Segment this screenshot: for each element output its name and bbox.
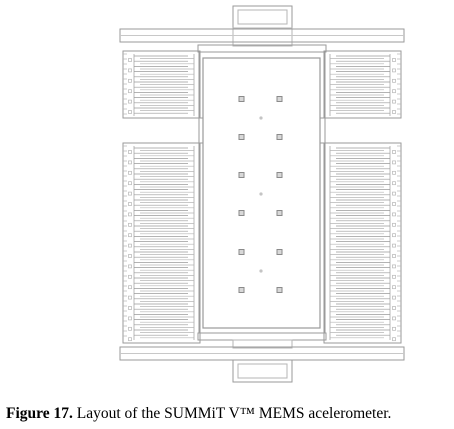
comb-anchor-dot bbox=[128, 264, 132, 269]
comb-anchor-dot bbox=[128, 274, 132, 279]
comb-anchor-dot bbox=[128, 99, 132, 104]
comb-anchor-dot bbox=[128, 78, 132, 83]
proof-mass-pad bbox=[276, 249, 283, 255]
comb-anchor-dot bbox=[128, 212, 132, 217]
comb-anchor-dot bbox=[392, 68, 396, 73]
comb-anchor-dot bbox=[392, 150, 396, 154]
proof-mass-pad bbox=[238, 210, 245, 216]
comb-anchor-dot bbox=[128, 233, 132, 238]
comb-anchor-dot bbox=[128, 68, 132, 73]
top-stem bbox=[232, 27, 293, 47]
comb-bank-right-bottom bbox=[329, 146, 396, 342]
comb-anchor-dot bbox=[392, 191, 396, 196]
comb-frame-right-top bbox=[323, 50, 402, 119]
comb-anchor-dot bbox=[392, 160, 396, 165]
proof-mass-dimple bbox=[259, 116, 263, 120]
comb-anchor-dot bbox=[392, 202, 396, 206]
comb-anchor-dot bbox=[128, 306, 132, 310]
comb-anchor-dot bbox=[128, 58, 132, 62]
comb-anchor-dot bbox=[128, 337, 132, 342]
comb-anchor-dot bbox=[128, 89, 132, 94]
proof-mass-pad bbox=[276, 210, 283, 216]
comb-bank-left-bottom bbox=[128, 146, 195, 342]
top-anchor-inner bbox=[237, 9, 288, 25]
proof-mass-dimple bbox=[259, 192, 263, 196]
comb-anchor-dot bbox=[392, 295, 396, 300]
comb-anchor-dot bbox=[128, 285, 132, 290]
comb-anchor-dot bbox=[392, 89, 396, 94]
comb-frame-right-bottom bbox=[323, 142, 402, 344]
accelerometer-layout-drawing bbox=[119, 5, 405, 383]
comb-anchor-dot bbox=[128, 150, 132, 154]
proof-mass-pad bbox=[276, 96, 283, 102]
top-anchor bbox=[232, 5, 293, 29]
comb-frame-left-top bbox=[122, 50, 201, 119]
proof-mass-pad bbox=[276, 134, 283, 140]
comb-anchor-dot bbox=[392, 212, 396, 217]
proof-mass-pad bbox=[238, 134, 245, 140]
proof-mass-pad bbox=[238, 287, 245, 293]
comb-anchor-dot bbox=[392, 264, 396, 269]
bottom-anchor-inner bbox=[237, 363, 288, 379]
comb-bank-right-top bbox=[329, 54, 396, 116]
comb-anchor-dot bbox=[128, 160, 132, 165]
comb-anchor-dot bbox=[128, 191, 132, 196]
comb-anchor-dot bbox=[392, 316, 396, 321]
suspension-edges bbox=[123, 53, 401, 337]
proof-mass bbox=[202, 57, 321, 329]
comb-anchor-dot bbox=[392, 110, 396, 114]
comb-anchor-dot bbox=[392, 254, 396, 258]
bottom-anchor bbox=[232, 359, 293, 383]
comb-anchor-dot bbox=[392, 170, 396, 175]
comb-anchor-dot bbox=[392, 222, 396, 227]
proof-mass-pad bbox=[238, 172, 245, 178]
comb-frame-left-bottom bbox=[122, 142, 201, 344]
proof-mass-pad bbox=[276, 287, 283, 293]
comb-anchor-dot bbox=[392, 274, 396, 279]
comb-anchor-dot bbox=[392, 243, 396, 248]
comb-anchor-dot bbox=[128, 316, 132, 321]
comb-anchor-dot bbox=[392, 306, 396, 310]
comb-anchor-dot bbox=[392, 233, 396, 238]
bottom-stem bbox=[232, 339, 293, 349]
comb-anchor-dot bbox=[128, 243, 132, 248]
comb-anchor-dot bbox=[128, 326, 132, 331]
comb-anchor-dot bbox=[128, 110, 132, 114]
comb-anchor-dot bbox=[128, 181, 132, 186]
comb-bank-left-top bbox=[128, 54, 195, 116]
comb-anchor-dot bbox=[128, 202, 132, 206]
comb-anchor-dot bbox=[392, 337, 396, 342]
comb-anchor-dot bbox=[128, 170, 132, 175]
frame-top-bar bbox=[197, 44, 327, 53]
comb-anchor-dot bbox=[392, 99, 396, 104]
comb-anchor-dot bbox=[392, 58, 396, 62]
proof-mass-pad bbox=[238, 96, 245, 102]
frame-bottom-bar bbox=[197, 332, 327, 341]
caption-text: Layout of the SUMMiT V™ MEMS aceleromete… bbox=[72, 405, 392, 422]
comb-anchor-dot bbox=[392, 181, 396, 186]
proof-mass-dimple bbox=[259, 269, 263, 273]
comb-anchor-dot bbox=[128, 295, 132, 300]
proof-mass-pad bbox=[238, 249, 245, 255]
comb-anchor-dot bbox=[392, 78, 396, 83]
proof-mass-pad bbox=[276, 172, 283, 178]
figure-caption: Figure 17. Layout of the SUMMiT V™ MEMS … bbox=[6, 404, 452, 424]
comb-anchor-dot bbox=[128, 222, 132, 227]
comb-anchor-dot bbox=[392, 285, 396, 290]
figure-label: Figure 17. bbox=[6, 405, 73, 422]
comb-anchor-dot bbox=[128, 254, 132, 258]
comb-anchor-dot bbox=[392, 326, 396, 331]
